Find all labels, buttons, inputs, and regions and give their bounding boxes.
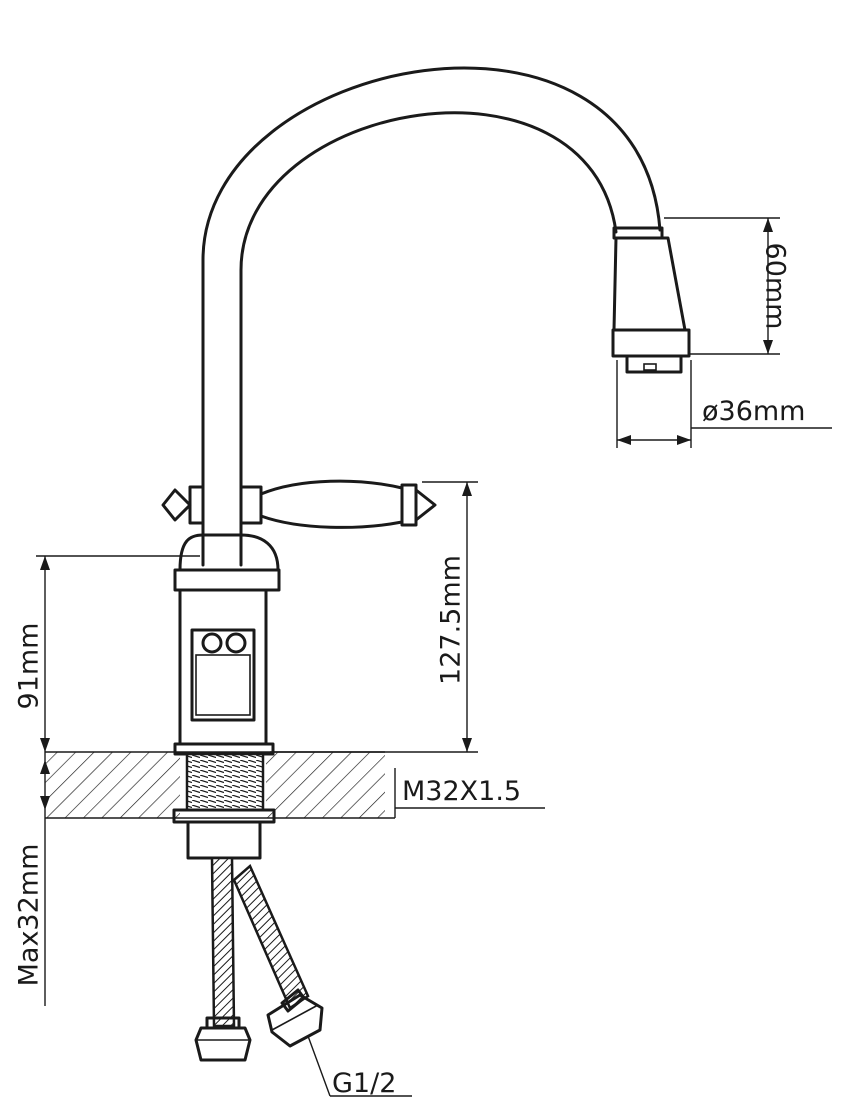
label-handle-height: 127.5mm <box>436 555 467 685</box>
dimension-handle-height <box>270 481 478 753</box>
spout-gooseneck <box>201 66 662 567</box>
dimension-max-deck <box>40 752 50 1006</box>
lever-handle <box>161 479 437 529</box>
connector-callout <box>307 1035 412 1097</box>
supply-hoses <box>210 856 310 1028</box>
hose-connectors <box>194 988 324 1062</box>
label-spray-height: 60mm <box>760 243 791 330</box>
label-connector: G1/2 <box>332 1068 396 1099</box>
dimension-body-height <box>36 555 200 752</box>
spray-head <box>611 226 691 374</box>
label-max-deck: Max32mm <box>14 844 45 987</box>
thread-callout <box>394 768 545 818</box>
dimension-spray-height <box>664 217 780 355</box>
label-spray-diameter: ø36mm <box>702 396 805 427</box>
dimension-spray-diameter <box>616 360 832 448</box>
faucet-body <box>173 533 281 756</box>
label-thread: M32X1.5 <box>402 776 521 807</box>
threaded-shank <box>172 752 276 860</box>
label-body-height: 91mm <box>14 623 45 710</box>
